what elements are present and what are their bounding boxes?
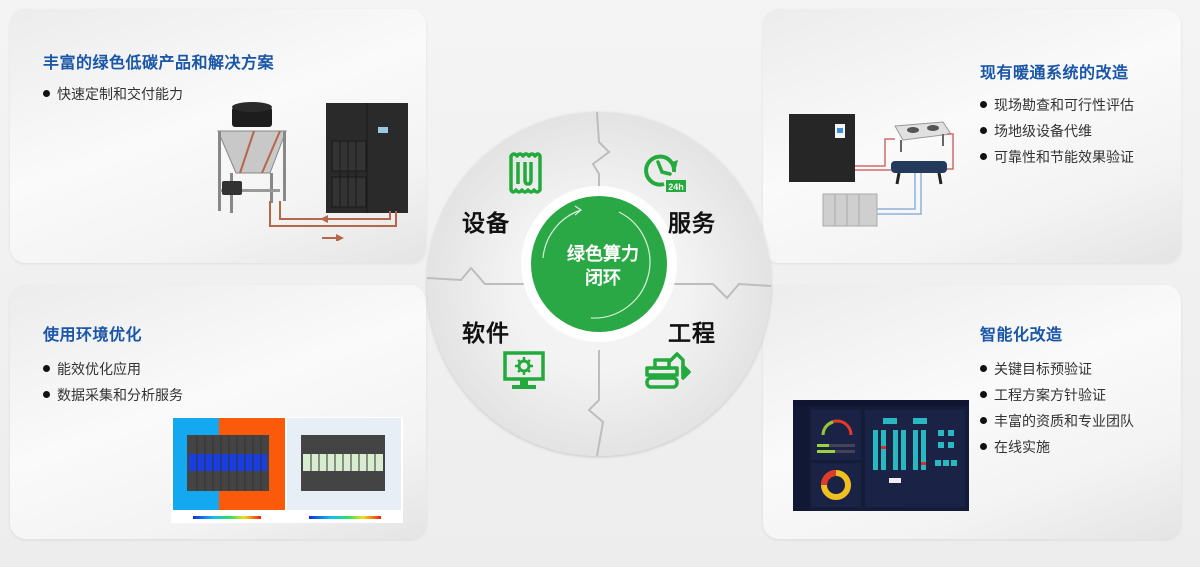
card-title: 丰富的绿色低碳产品和解决方案 bbox=[43, 53, 275, 72]
clock-24h-icon: 24h bbox=[644, 154, 686, 192]
bullet-item: 场地级设备代维 bbox=[980, 119, 1134, 145]
bullet-item: 在线实施 bbox=[980, 435, 1134, 461]
card-environment-optimization: 使用环境优化 能效优化应用 数据采集和分析服务 bbox=[10, 285, 426, 539]
card-green-products: 丰富的绿色低碳产品和解决方案 快速定制和交付能力 bbox=[10, 9, 426, 263]
bullet-list: 能效优化应用 数据采集和分析服务 bbox=[43, 357, 183, 409]
segment-equipment: 设备 bbox=[462, 211, 510, 237]
bullet-list: 现场勘查和可行性评估 场地级设备代维 可靠性和节能效果验证 bbox=[980, 93, 1134, 171]
segment-software: 软件 bbox=[462, 321, 510, 347]
bullet-item: 可靠性和节能效果验证 bbox=[980, 145, 1134, 171]
bullet-item: 现场勘查和可行性评估 bbox=[980, 93, 1134, 119]
card-title: 现有暖通系统的改造 bbox=[980, 63, 1129, 82]
bullet-item: 丰富的资质和专业团队 bbox=[980, 409, 1134, 435]
bullet-list: 快速定制和交付能力 bbox=[43, 82, 183, 108]
monitor-gear-icon bbox=[503, 351, 545, 389]
cooling-equipment-image bbox=[217, 102, 408, 241]
bullet-list: 关键目标预验证 工程方案方针验证 丰富的资质和专业团队 在线实施 bbox=[980, 357, 1134, 461]
bullet-item: 能效优化应用 bbox=[43, 357, 183, 383]
bullet-item: 工程方案方针验证 bbox=[980, 383, 1134, 409]
excavator-icon bbox=[645, 352, 691, 389]
segment-engineering: 工程 bbox=[668, 321, 716, 347]
card-title: 使用环境优化 bbox=[43, 325, 143, 344]
hvac-system-image bbox=[789, 114, 954, 227]
card-hvac-retrofit: 现有暖通系统的改造 现场勘查和可行性评估 场地级设备代维 可靠性和节能效果验证 bbox=[763, 9, 1181, 263]
svg-text:24h: 24h bbox=[668, 182, 684, 192]
bullet-item: 关键目标预验证 bbox=[980, 357, 1134, 383]
card-smart-retrofit: 智能化改造 关键目标预验证 工程方案方针验证 丰富的资质和专业团队 在线实施 bbox=[763, 285, 1181, 539]
thermal-simulation-image bbox=[171, 417, 403, 523]
bullet-item: 快速定制和交付能力 bbox=[43, 82, 183, 108]
bullet-item: 数据采集和分析服务 bbox=[43, 383, 183, 409]
monitoring-dashboard-image bbox=[793, 400, 969, 511]
center-title: 绿色算力 闭环 bbox=[567, 244, 639, 289]
card-title: 智能化改造 bbox=[980, 325, 1063, 344]
radiator-icon bbox=[509, 152, 542, 194]
segment-service: 服务 bbox=[668, 211, 716, 237]
